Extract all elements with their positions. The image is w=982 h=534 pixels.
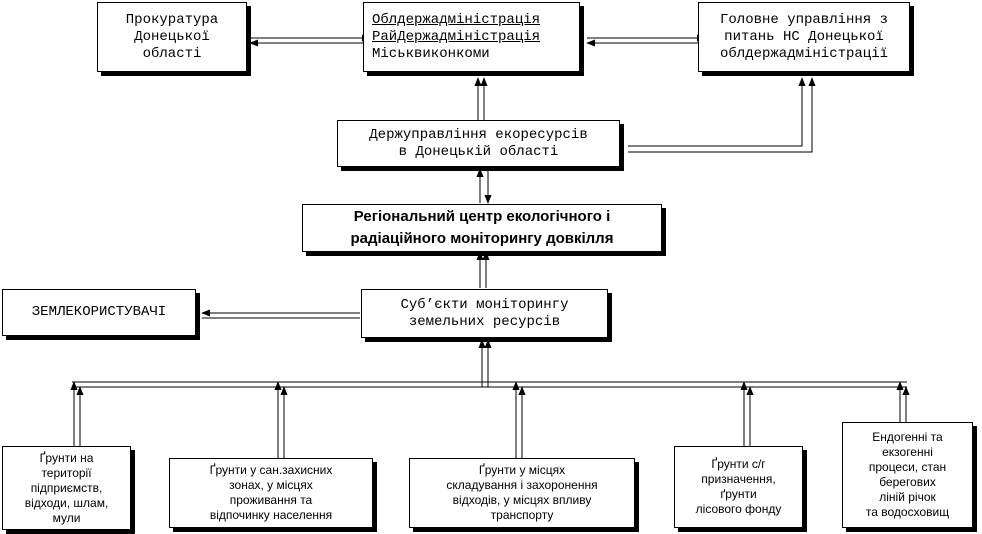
centre-box: Регіональний центр екологічного і радіаці… — [302, 204, 662, 252]
arrow-derzhupr-to-holovne-1 — [628, 77, 806, 147]
grunty2-box-line-1: Ґрунти у сан.захисних — [209, 463, 333, 477]
prokuratura-box-line-1: Прокуратура — [125, 11, 219, 28]
holovne-box-line-3: облдержадміністрації — [719, 45, 889, 62]
endogenni-box-line-5: ліній річок — [879, 490, 936, 504]
grunty4-box-line-3: ґрунти — [720, 487, 757, 501]
endogenni-box-line-6: та водосховищ — [865, 505, 950, 519]
grunty4-box-line-1: Ґрунти с/г — [711, 457, 766, 471]
holovne-box-line-2: питань НС Донецької — [724, 28, 884, 45]
derzhupr-box-line-2: в Донецькій області — [398, 143, 559, 160]
grunty4-box-line-2: призначення, — [701, 472, 776, 486]
grunty2-box-line-2: зонах, у місцях — [229, 478, 313, 492]
derzhupr-box-line-1: Держуправління екоресурсів — [369, 126, 588, 143]
grunty3-box-line-3: відходів, у місцях впливу — [452, 493, 592, 507]
oblderzh-box-line-1: Облдержадміністрація — [372, 11, 541, 28]
grunty1-box-line-4: відходи, шлам, — [24, 495, 109, 510]
endogenni-box-line-4: берегових — [879, 475, 936, 489]
grunty3-box-line-4: транспорту — [490, 508, 554, 522]
grunty2-box-line-4: відпочинку населення — [209, 508, 333, 522]
oblderzh-box-line-2: РайДержадміністрація — [372, 28, 541, 45]
grunty1-box-line-1: Ґрунти на — [39, 450, 94, 465]
endogenni-box-line-1: Ендогенні та — [872, 430, 943, 444]
oblderzh-box-line-3: Міськвиконкоми — [372, 45, 490, 62]
endogenni-box-line-2: екзогенні — [882, 445, 933, 459]
grunty4-box-line-4: лісового фонду — [695, 502, 782, 516]
holovne-box-line-1: Головне управління з — [719, 11, 889, 28]
centre-box-line-1: Регіональний центр екологічного і — [353, 208, 611, 225]
subjects-box-line-2: земельних ресурсів — [408, 313, 561, 330]
endogenni-box-line-3: процеси, стан — [868, 460, 947, 474]
grunty1-box-line-2: території — [41, 465, 92, 480]
grunty3-box-line-1: Ґрунти у місцях — [478, 463, 566, 477]
subjects-box-line-1: Суб’єкти моніторингу — [400, 296, 569, 313]
grunty2-box-line-3: проживання та — [229, 493, 313, 507]
grunty1-box-line-5: мули — [52, 510, 81, 525]
zemlekorystuvachi-box: ЗЕМЛЕКОРИСТУВАЧІ — [2, 289, 196, 336]
arrow-derzhupr-to-holovne-2 — [628, 77, 816, 153]
prokuratura-box-line-2: Донецької — [134, 28, 210, 45]
grunty3-box-line-2: складування і захоронення — [446, 478, 598, 492]
centre-box-line-2: радіаційного моніторингу довкілля — [350, 230, 614, 247]
grunty1-box-line-3: підприємств, — [30, 480, 103, 495]
prokuratura-box-line-3: області — [142, 45, 202, 62]
zemlekorystuvachi-box-line-1: ЗЕМЛЕКОРИСТУВАЧІ — [31, 304, 167, 320]
